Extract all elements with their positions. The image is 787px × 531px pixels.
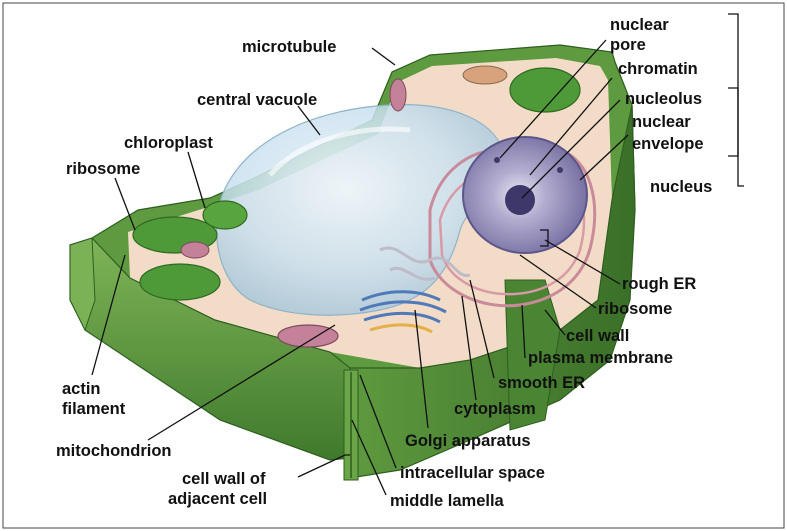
label-nucleolus: nucleolus	[625, 90, 702, 108]
leader-central-vacuole	[297, 105, 321, 136]
nucleus-bracket-top	[728, 13, 739, 157]
label-rough-er: rough ER	[622, 275, 696, 293]
leader-intracellular-space	[359, 374, 397, 469]
chloroplast-shape-3	[139, 263, 221, 301]
leader-lines	[91, 13, 744, 496]
label-filament: filament	[62, 400, 126, 418]
cell-wall-left-edge	[69, 237, 96, 332]
label-smooth-er: smooth ER	[498, 374, 585, 392]
leader-cell-wall	[544, 309, 566, 336]
label-chromatin: chromatin	[618, 60, 698, 78]
mitochondrion-shape-1	[277, 324, 339, 348]
leader-plasma-membrane	[521, 304, 526, 359]
label-mitochondrion: mitochondrion	[56, 442, 171, 460]
label-central-vacuole: central vacuole	[197, 91, 317, 109]
label-plasma-membrane: plasma membrane	[528, 349, 673, 367]
rough-er-bracket	[540, 229, 549, 247]
nucleus-bracket-bottom	[728, 87, 744, 187]
chloroplast-shape-2	[202, 200, 248, 230]
leader-nucleolus	[521, 99, 621, 199]
leader-actin	[91, 254, 126, 376]
rough-er-shape	[428, 148, 597, 308]
label-microtubule: microtubule	[242, 38, 336, 56]
mitochondrion-shape-4	[462, 65, 508, 85]
label-ribosome-left: ribosome	[66, 160, 140, 178]
label-actin: actin	[62, 380, 101, 398]
nuclear-pore-dot-2	[557, 167, 563, 173]
label-nuclear-pore-2: pore	[610, 36, 646, 54]
mitochondrion-shape-3	[389, 78, 407, 112]
label-adjacent-cell: adjacent cell	[168, 490, 267, 508]
leader-chromatin	[529, 77, 613, 176]
label-cell-wall-of: cell wall of	[182, 470, 266, 488]
smooth-er-shape	[379, 246, 471, 281]
leader-smooth-er	[469, 279, 495, 379]
cell-wall-right-face	[349, 104, 636, 479]
label-middle-lamella: middle lamella	[390, 492, 505, 510]
label-cell-wall: cell wall	[566, 327, 629, 345]
vacuole-highlight	[268, 126, 411, 177]
label-nuclear-envelope-1: nuclear	[632, 113, 691, 131]
leader-ribosome-left	[114, 177, 136, 231]
leader-ribosome-right	[519, 254, 597, 309]
nuclear-pore-dot	[494, 157, 500, 163]
leader-cell-wall-adjacent	[297, 454, 350, 478]
leader-rough-er	[544, 239, 621, 285]
label-ribosome-right: ribosome	[598, 300, 672, 318]
leader-golgi	[414, 309, 429, 429]
leader-cytoplasm	[461, 295, 477, 401]
leader-microtubule	[371, 47, 396, 66]
leader-middle-lamella	[351, 419, 387, 496]
chloroplast-shape-4	[509, 67, 581, 113]
leader-chloroplast	[187, 151, 206, 209]
golgi-apparatus-shape	[359, 290, 447, 334]
label-nuclear-pore-1: nuclear	[610, 16, 669, 34]
mitochondrion-shape-2	[180, 241, 210, 259]
labels: microtubule central vacuole chloroplast …	[56, 16, 712, 510]
label-golgi-apparatus: Golgi apparatus	[405, 432, 531, 450]
leader-nuclear-pore	[499, 39, 607, 159]
leader-mitochondrion	[147, 324, 336, 441]
label-nuclear-envelope-2: envelope	[632, 135, 704, 153]
leader-nuclear-envelope	[579, 134, 629, 181]
label-cytoplasm: cytoplasm	[454, 400, 536, 418]
label-nucleus: nucleus	[650, 178, 712, 196]
cell-wall-ledge	[504, 279, 561, 431]
label-chloroplast: chloroplast	[124, 134, 213, 152]
label-intracellular-space: intracellular space	[400, 464, 545, 482]
